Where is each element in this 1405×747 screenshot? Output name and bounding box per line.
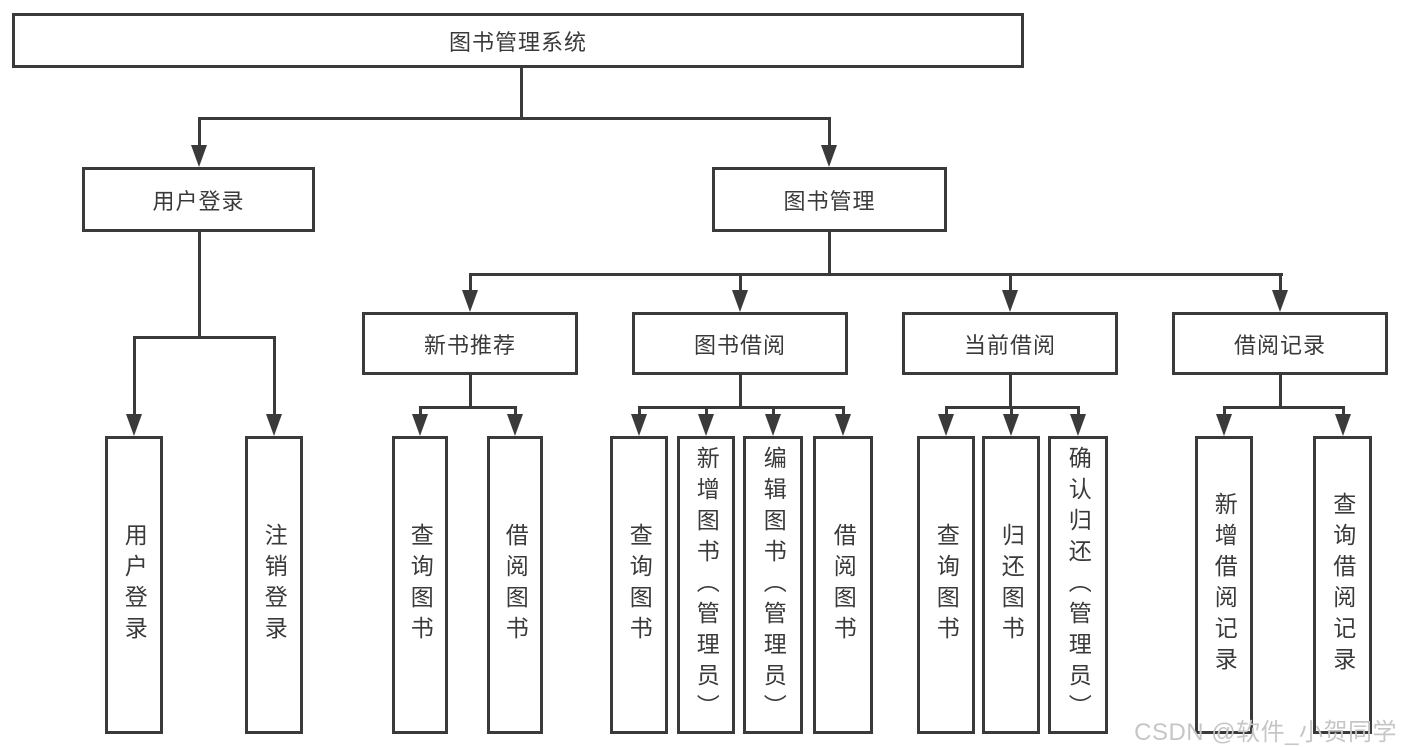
leaf-query-borrow-record-label: 查询借阅记录 (1329, 492, 1356, 678)
leaf-query-books-3: 查询图书 (917, 436, 975, 734)
connector-arrow-add-borrow-record (1216, 406, 1232, 436)
connector-arrow-leaf-user-login (126, 336, 142, 436)
leaf-return-books-label: 归还图书 (998, 523, 1025, 647)
leaf-user-login: 用户登录 (105, 436, 163, 734)
connector-arrow-user-login (191, 117, 207, 167)
leaf-borrow-books-1: 借阅图书 (487, 436, 543, 734)
node-current-borrowing: 当前借阅 (902, 312, 1118, 375)
leaf-add-borrow-record: 新增借阅记录 (1195, 436, 1253, 734)
connector-arrow-query-books-2 (631, 406, 647, 436)
leaf-edit-book-admin-label: 编辑图书（管理员） (760, 445, 787, 725)
connector-arrow-borrowing-records (1272, 273, 1288, 312)
connector-arrow-confirm-return (1070, 406, 1086, 436)
connector-arrow-return-books (1003, 406, 1019, 436)
leaf-query-borrow-record: 查询借阅记录 (1313, 436, 1372, 734)
connector-user-login-hline (132, 336, 276, 339)
node-book-management: 图书管理 (712, 167, 947, 232)
connector-user-login-stub (197, 232, 201, 339)
connector-book-borrowing-stub (738, 375, 742, 409)
connector-new-book-hline (418, 406, 517, 409)
leaf-borrow-books-2: 借阅图书 (813, 436, 873, 734)
leaf-return-books: 归还图书 (982, 436, 1040, 734)
connector-book-management-hline (468, 273, 1283, 276)
connector-arrow-edit-book (765, 406, 781, 436)
leaf-add-book-admin-label: 新增图书（管理员） (693, 445, 720, 725)
connector-arrow-borrow-books-2 (835, 406, 851, 436)
node-new-book-recommendation: 新书推荐 (362, 312, 578, 375)
connector-book-management-stub (827, 232, 831, 276)
leaf-query-books-1-label: 查询图书 (407, 523, 434, 647)
connector-new-book-stub (468, 375, 472, 409)
node-library-system: 图书管理系统 (12, 13, 1024, 68)
connector-root-hline (197, 117, 831, 120)
leaf-query-books-2-label: 查询图书 (626, 523, 653, 647)
connector-arrow-new-book (462, 273, 478, 312)
leaf-confirm-return-admin-label: 确认归还（管理员） (1065, 445, 1092, 725)
leaf-edit-book-admin: 编辑图书（管理员） (743, 436, 803, 734)
node-current-borrowing-label: 当前借阅 (963, 332, 1056, 358)
node-borrowing-records: 借阅记录 (1172, 312, 1388, 375)
node-borrowing-records-label: 借阅记录 (1233, 332, 1326, 358)
leaf-query-books-2: 查询图书 (610, 436, 668, 734)
leaf-query-books-1: 查询图书 (392, 436, 448, 734)
leaf-logout: 注销登录 (245, 436, 303, 734)
node-user-login-label: 用户登录 (152, 188, 245, 214)
connector-root-stub (519, 68, 523, 120)
connector-arrow-book-management (821, 117, 837, 167)
connector-borrowing-records-stub (1278, 375, 1282, 409)
connector-borrowing-records-hline (1222, 406, 1345, 409)
leaf-borrow-books-1-label: 借阅图书 (502, 523, 529, 647)
node-new-book-recommendation-label: 新书推荐 (423, 332, 516, 358)
leaf-query-books-3-label: 查询图书 (933, 523, 960, 647)
connector-arrow-query-borrow-record (1335, 406, 1351, 436)
node-library-system-label: 图书管理系统 (448, 29, 587, 55)
leaf-user-login-label: 用户登录 (121, 523, 148, 647)
leaf-logout-label: 注销登录 (261, 523, 288, 647)
connector-arrow-current-borrowing (1002, 273, 1018, 312)
node-user-login: 用户登录 (82, 167, 315, 232)
leaf-confirm-return-admin: 确认归还（管理员） (1048, 436, 1108, 734)
leaf-borrow-books-2-label: 借阅图书 (830, 523, 857, 647)
connector-book-borrowing-hline (637, 406, 845, 409)
leaf-add-borrow-record-label: 新增借阅记录 (1211, 492, 1238, 678)
node-book-management-label: 图书管理 (783, 188, 876, 214)
connector-current-borrowing-stub (1008, 375, 1012, 409)
csdn-watermark: CSDN @软件_小贺同学 (1134, 719, 1397, 746)
connector-arrow-add-book (698, 406, 714, 436)
connector-arrow-leaf-logout (266, 336, 282, 436)
connector-arrow-query-books-1 (412, 406, 428, 436)
connector-arrow-query-books-3 (938, 406, 954, 436)
connector-arrow-borrow-books-1 (507, 406, 523, 436)
node-book-borrowing: 图书借阅 (632, 312, 848, 375)
node-book-borrowing-label: 图书借阅 (693, 332, 786, 358)
leaf-add-book-admin: 新增图书（管理员） (677, 436, 735, 734)
connector-arrow-book-borrowing (732, 273, 748, 312)
